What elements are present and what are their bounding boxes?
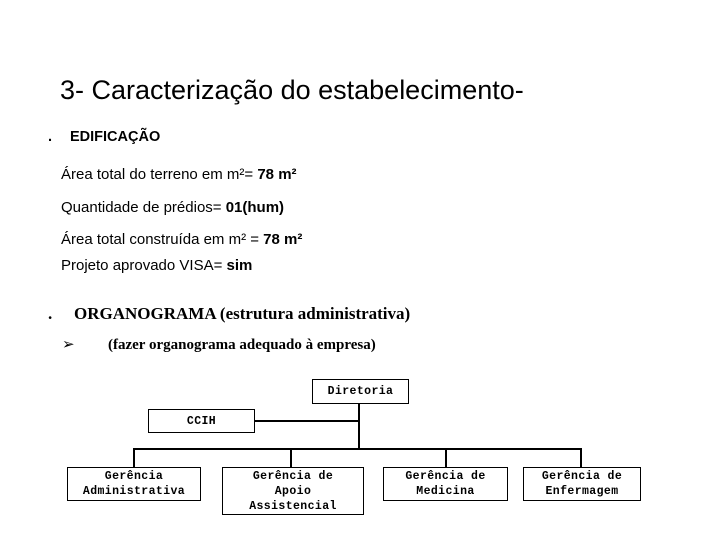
edge-drop-gerencia-medicina	[445, 448, 447, 468]
fact-value: 78 m²	[257, 166, 297, 183]
fact-value: sim	[226, 257, 253, 274]
edge-diretoria-trunk	[358, 403, 360, 449]
organograma-heading-row: . ORGANOGRAMA (estrutura administrativa)	[48, 304, 410, 324]
fact-value: 01(hum)	[225, 199, 285, 216]
fact-label: Área total construída em m² =	[61, 231, 264, 248]
fact-line-area-construida: Área total construída em m² = 78 m²	[61, 231, 302, 249]
edge-horizontal-bus	[133, 448, 581, 450]
fact-line-area-terreno: Área total do terreno em m²= 78 m²	[61, 166, 297, 184]
organograma-subtitle: (fazer organograma adequado à empresa)	[108, 337, 376, 353]
edge-drop-gerencia-administrativa	[133, 448, 135, 468]
org-node-gerencia-medicina[interactable]: Gerência de Medicina	[383, 467, 508, 501]
arrow-bullet-icon: ➢	[62, 335, 75, 353]
edificacao-heading: EDIFICAÇÃO	[70, 129, 161, 145]
fact-line-quantidade-predios: Quantidade de prédios= 01(hum)	[61, 199, 284, 217]
organograma-subtitle-row: ➢ (fazer organograma adequado à empresa)	[62, 334, 376, 355]
edificacao-section: . EDIFICAÇÃO	[48, 128, 688, 146]
organograma-heading: ORGANOGRAMA (estrutura administrativa)	[74, 304, 411, 323]
edge-ccih-connector	[255, 420, 359, 422]
fact-label: Quantidade de prédios=	[61, 199, 226, 216]
fact-label: Área total do terreno em m²=	[61, 166, 258, 183]
bullet-dot-icon: .	[48, 304, 53, 323]
edge-drop-gerencia-enfermagem	[580, 448, 582, 468]
edge-drop-gerencia-apoio-assistencial	[290, 448, 292, 468]
page-title: 3- Caracterização do estabelecimento-	[60, 75, 524, 105]
fact-line-projeto-visa: Projeto aprovado VISA= sim	[61, 257, 252, 275]
org-node-diretoria[interactable]: Diretoria	[312, 379, 409, 404]
org-node-gerencia-apoio-assistencial[interactable]: Gerência de Apoio Assistencial	[222, 467, 364, 515]
fact-value: 78 m²	[263, 231, 303, 248]
org-node-gerencia-administrativa[interactable]: Gerência Administrativa	[67, 467, 201, 501]
edificacao-heading-row: . EDIFICAÇÃO	[48, 128, 688, 146]
org-node-ccih[interactable]: CCIH	[148, 409, 255, 433]
fact-label: Projeto aprovado VISA=	[61, 257, 227, 274]
org-node-gerencia-enfermagem[interactable]: Gerência de Enfermagem	[523, 467, 641, 501]
bullet-dot-icon: .	[48, 129, 53, 145]
